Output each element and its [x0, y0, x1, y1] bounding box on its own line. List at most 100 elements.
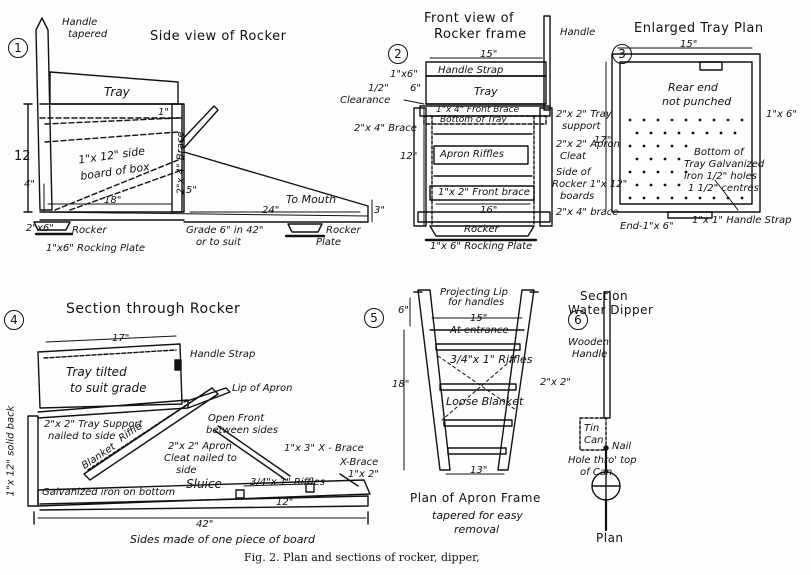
- tray-hole: [649, 183, 653, 187]
- tray-hole: [705, 131, 709, 135]
- front-side-label-3: boards: [560, 191, 595, 202]
- front-rocking-plate-label: 1"x 6" Rocking Plate: [430, 241, 533, 252]
- apron-plan-sub-2: removal: [454, 523, 500, 536]
- tray-hole: [677, 131, 681, 135]
- tray-hole: [663, 183, 667, 187]
- tray-hole: [677, 183, 681, 187]
- dipper-plan-label: Plan: [596, 531, 624, 545]
- tray-hole: [698, 118, 702, 122]
- tray-plan-title: Enlarged Tray Plan: [634, 21, 764, 36]
- side-3in-label: 3": [374, 205, 385, 216]
- tray-handle-strap-label: 1"x 1" Handle Strap: [692, 215, 792, 226]
- front-brace2-label: 1"x 2" Front brace: [438, 187, 530, 198]
- tray-hole: [649, 131, 653, 135]
- apron-frame-drawing: [403, 289, 539, 475]
- tray-hole: [670, 170, 674, 174]
- tray-1x6-label: 1"x 6": [766, 109, 798, 120]
- side-1in-label: 1": [158, 107, 169, 118]
- front-handle-strap-label: Handle Strap: [438, 65, 504, 76]
- tray-hole: [691, 131, 695, 135]
- dipper-hole-label-2: of Can: [580, 467, 613, 478]
- front-half-label: 1/2": [368, 83, 389, 94]
- figure-number-3: 3: [612, 44, 632, 64]
- tray-hole-grid: [628, 118, 744, 200]
- front-apron-riffles-label: Apron Riffles: [440, 149, 505, 160]
- section-tray-support-label-2: nailed to side: [48, 431, 116, 442]
- tray-bottom-label-4: 1 1/2" centres: [688, 183, 759, 194]
- front-apron-cleat-label-2: Cleat: [560, 151, 586, 162]
- front-rocker-label: Rocker: [464, 224, 499, 235]
- tray-17in-label: 17": [594, 135, 612, 146]
- front-1x6-label: 1"x6": [390, 69, 418, 80]
- section-sides-note: Sides made of one piece of board: [130, 533, 315, 546]
- front-12in-label: 12": [400, 151, 418, 162]
- tray-hole: [642, 144, 646, 148]
- tray-hole: [663, 157, 667, 161]
- dipper-title-1: Section: [580, 289, 629, 303]
- front-clearance-label: Clearance: [340, 95, 391, 106]
- front-tray-support-label-1: 2"x 2" Tray: [556, 109, 612, 120]
- dipper-tin-label: Tin: [584, 423, 600, 434]
- tray-hole: [684, 118, 688, 122]
- tray-hole: [677, 157, 681, 161]
- tray-hole: [740, 196, 744, 200]
- tray-plan-drawing: [605, 47, 761, 219]
- tray-bottom-label-1: Bottom of: [694, 147, 744, 158]
- side-plate-label: Plate: [316, 237, 342, 248]
- tray-hole: [712, 118, 716, 122]
- apron-plan-title: Plan of Apron Frame: [410, 491, 541, 505]
- side-rocker2-label: Rocker: [326, 225, 361, 236]
- section-cleat-label-2: Cleat nailed to: [164, 453, 237, 464]
- tray-hole: [628, 196, 632, 200]
- section-title: Section through Rocker: [66, 301, 241, 317]
- tray-bottom-label-3: iron 1/2" holes: [684, 171, 757, 182]
- front-16in-label: 16": [480, 205, 498, 216]
- side-view-title: Side view of Rocker: [150, 29, 287, 44]
- figure-caption: Fig. 2. Plan and sections of rocker, dip…: [244, 551, 480, 564]
- front-apron-cleat-label-1: 2"x 2" Apron: [556, 139, 620, 150]
- dipper-nail-label: Nail: [612, 441, 632, 452]
- figure-number-1: 1: [8, 38, 28, 58]
- figure-number-6: 6: [568, 310, 588, 330]
- front-6in-label: 6": [410, 83, 421, 94]
- section-solid-back-label: 1"x 12" solid back: [5, 405, 17, 497]
- section-galv-label: Galvanized iron on bottom: [42, 487, 176, 498]
- front-bottom-brace-label: 2"x 4" brace: [556, 207, 619, 218]
- front-side-label-2: Rocker 1"x 12": [552, 179, 628, 190]
- tray-hole: [670, 196, 674, 200]
- section-riffles-label: 3/4"x 1" Riffles: [250, 477, 326, 488]
- section-xbrace2-label-1: X-Brace: [340, 457, 379, 468]
- section-sluice-label: Sluice: [186, 477, 222, 491]
- front-view-title-2: Rocker frame: [434, 27, 527, 42]
- tray-rear-label-2: not punched: [662, 95, 732, 108]
- figure-number-5: 5: [364, 308, 384, 328]
- section-tray-support-label-1: 2"x 2" Tray Support: [44, 419, 143, 430]
- side-4in-label: 4": [24, 179, 35, 190]
- side-grade-label-1: Grade 6" in 42": [186, 225, 264, 236]
- front-tray-support-label-2: support: [562, 121, 601, 132]
- side-mouth-label: To Mouth: [286, 193, 337, 206]
- side-rocker-label: Rocker: [72, 225, 107, 236]
- section-tray-label-2: to suit grade: [70, 381, 147, 395]
- tray-hole: [684, 196, 688, 200]
- tray-hole: [628, 118, 632, 122]
- apron-lip-label-1: Projecting Lip: [440, 287, 508, 298]
- figure-number-4: 4: [4, 310, 24, 330]
- apron-lip-label-2: for handles: [448, 297, 505, 308]
- tray-rear-label-1: Rear end: [668, 81, 718, 94]
- apron-entrance-label: At entrance: [450, 325, 509, 336]
- section-tray-label-1: Tray tilted: [66, 365, 127, 379]
- apron-15in-label: 15": [470, 313, 488, 324]
- tray-hole: [628, 144, 632, 148]
- dipper-drawing: [579, 291, 621, 532]
- section-xbrace-label: 1"x 3" X - Brace: [284, 443, 364, 454]
- side-tapered-label: tapered: [68, 29, 108, 40]
- tray-end-label: End-1"x 6": [620, 221, 674, 232]
- tray-hole: [656, 118, 660, 122]
- section-open-front-label-2: between sides: [206, 425, 279, 436]
- tray-hole: [656, 196, 660, 200]
- front-tray-label: Tray: [474, 85, 498, 98]
- tray-hole: [670, 144, 674, 148]
- side-rocking-plate-label: 1"x6" Rocking Plate: [46, 243, 146, 254]
